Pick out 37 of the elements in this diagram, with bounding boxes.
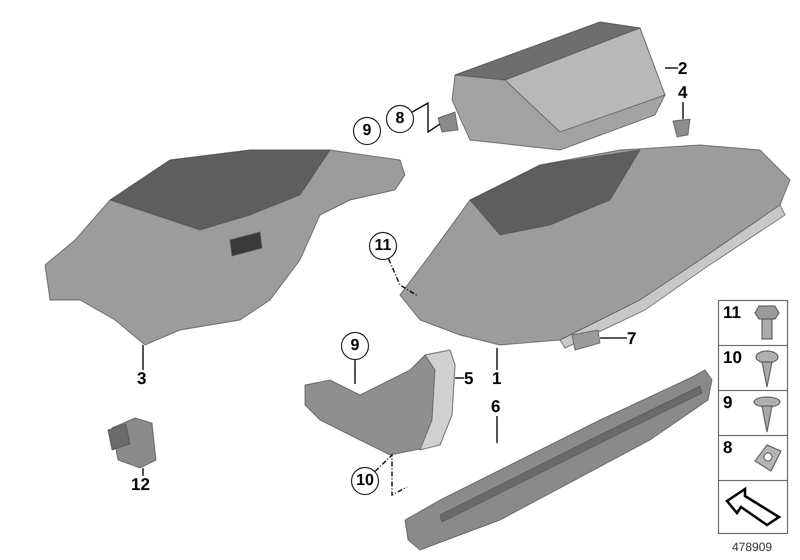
callout-number: 9 <box>353 117 381 145</box>
leader-line <box>496 416 498 443</box>
glove-box-lid-drawing <box>438 22 666 150</box>
callout-number: 4 <box>678 84 688 102</box>
leader-line <box>496 348 498 370</box>
leader-line <box>412 102 440 134</box>
leader-line <box>354 360 356 384</box>
cover-strip-drawing <box>404 370 712 550</box>
leader-line <box>142 468 144 476</box>
pad-drawing <box>572 330 600 350</box>
callout-number: 11 <box>723 304 741 322</box>
callout-number: 1 <box>492 370 502 388</box>
leader-line <box>665 67 678 69</box>
leader-line <box>142 345 144 370</box>
clip-drawing <box>672 118 690 138</box>
callout-number: 9 <box>723 394 732 412</box>
callout-number: 10 <box>351 467 379 495</box>
callout-number: 9 <box>341 332 369 360</box>
callout-number: 12 <box>131 476 150 494</box>
leader-line <box>374 453 408 496</box>
trim-panel-drawing <box>304 350 456 456</box>
callout-number: 8 <box>386 105 414 133</box>
callout-number: 7 <box>627 330 636 348</box>
callout-number: 10 <box>723 349 742 367</box>
leader-line <box>600 337 627 339</box>
callout-number: 3 <box>137 370 146 388</box>
leader-line <box>455 377 464 379</box>
callout-number: 6 <box>491 398 500 416</box>
leader-line <box>682 102 684 119</box>
leader-line <box>388 258 418 297</box>
lock-cylinder-drawing <box>108 418 156 468</box>
diagram-number: 478909 <box>732 540 772 554</box>
callout-number: 5 <box>464 370 474 388</box>
callout-number: 11 <box>369 232 397 260</box>
callout-number: 8 <box>723 439 732 457</box>
glove-box-drawing <box>400 144 790 348</box>
callout-number: 2 <box>678 60 688 78</box>
